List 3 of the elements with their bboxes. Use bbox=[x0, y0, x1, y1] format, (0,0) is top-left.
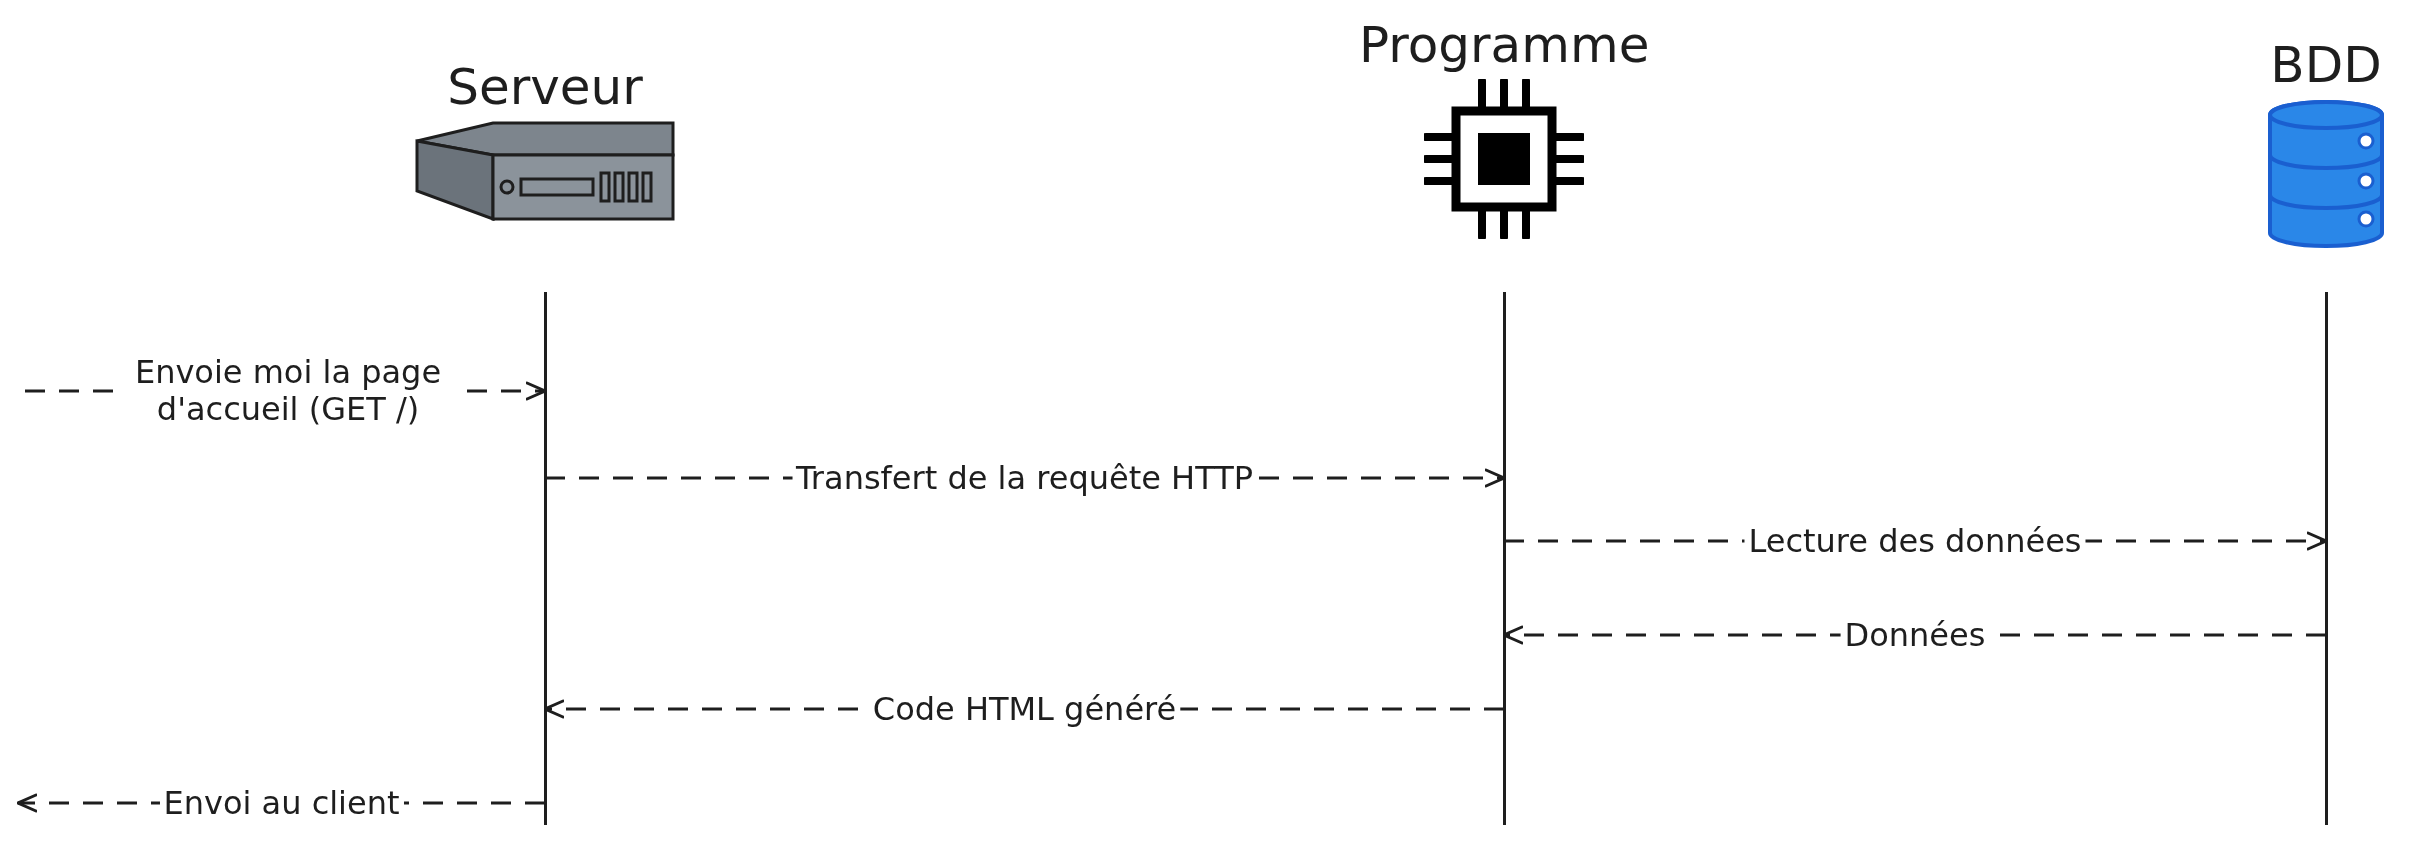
participant-name: Programme bbox=[1359, 18, 1650, 73]
participant-name: BDD bbox=[2270, 38, 2382, 93]
participant-name: Serveur bbox=[447, 60, 643, 115]
